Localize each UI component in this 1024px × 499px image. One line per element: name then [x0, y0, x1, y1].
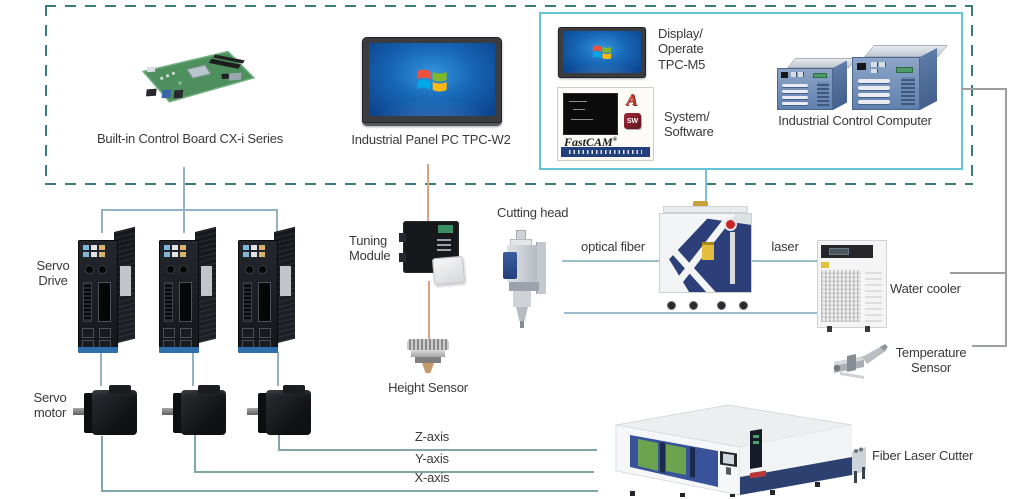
y-axis-line: [194, 471, 594, 473]
z-axis-label: Z-axis: [414, 429, 450, 444]
connector-motor1-xaxis: [101, 436, 103, 491]
connector-drive1-stub: [101, 209, 103, 233]
panel-pc-screen: [369, 43, 495, 116]
outer-dashed-border-left: [45, 5, 47, 185]
system-software-label: System/ Software: [664, 109, 714, 140]
servo-motor-label: Servo motor: [33, 390, 67, 421]
connector-drive2-stub: [183, 209, 185, 233]
connector-drive2-motor2: [192, 352, 194, 386]
connector-board-to-drives: [183, 167, 185, 210]
cutting-head-label: Cutting head: [497, 205, 569, 220]
water-pipe-line: [564, 312, 817, 314]
x-axis-label: X-axis: [414, 470, 450, 485]
connector-motor3-zaxis: [278, 429, 280, 451]
fiber-laser-cutter-label: Fiber Laser Cutter: [872, 448, 974, 463]
tpc-m5-screen: [563, 31, 641, 73]
control-board-image: [141, 50, 256, 103]
height-sensor-label: Height Sensor: [388, 380, 468, 395]
connector-controlbox-laser: [705, 170, 707, 205]
connector-right-tempsensor: [972, 345, 1005, 347]
outer-dashed-border-bottom: [45, 183, 973, 185]
servo-drive-image: [159, 226, 217, 353]
cutting-head-image: [503, 230, 549, 330]
servo-motor-image: [73, 385, 139, 437]
connector-drive3-stub: [276, 209, 278, 233]
control-board-label: Built-in Control Board CX-i Series: [96, 131, 284, 146]
connector-right-vertical: [1005, 88, 1007, 347]
optical-fiber-line: [562, 260, 664, 262]
servo-drive-image: [238, 226, 296, 353]
windows-logo-icon: [592, 45, 612, 60]
connector-drive-bus: [101, 209, 277, 211]
servo-drive-label: Servo Drive: [36, 258, 70, 289]
tuning-module-label: Tuning Module: [349, 233, 391, 264]
servo-motor-image: [162, 385, 228, 437]
outer-dashed-border-top: [45, 5, 973, 7]
solidworks-logo: SW: [624, 113, 641, 129]
z-axis-line: [278, 449, 597, 451]
y-axis-label: Y-axis: [415, 451, 449, 466]
connector-tuning-heightsensor: [428, 281, 430, 340]
temperature-sensor-label: Temperature Sensor: [895, 345, 967, 376]
software-banner: [561, 147, 650, 157]
optical-fiber-label: optical fiber: [581, 239, 645, 254]
laser-source-image: [659, 201, 752, 310]
connector-panelpc-tuning: [427, 164, 429, 222]
laser-label: laser: [771, 239, 799, 254]
tpc-m5-image: [558, 27, 646, 78]
connector-right-top: [962, 88, 1007, 90]
control-computer-small-image: [777, 58, 858, 110]
water-cooler-label: Water cooler: [890, 281, 961, 296]
laser-line: [752, 260, 818, 262]
water-cooler-image: [817, 240, 887, 332]
panel-pc-label: Industrial Panel PC TPC-W2: [351, 132, 511, 147]
connector-drive3-motor3: [277, 352, 279, 386]
outer-dashed-border-right: [971, 5, 973, 185]
servo-drive-image: [78, 226, 136, 353]
display-operate-label: Display/ Operate TPC-M5: [658, 26, 706, 72]
control-computer-large-image: [852, 45, 949, 110]
connector-drive1-motor1: [100, 352, 102, 386]
panel-pc-image: [362, 37, 502, 126]
control-group-box: [539, 12, 963, 170]
servo-motor-image: [247, 385, 313, 437]
x-axis-line: [101, 490, 598, 492]
windows-logo-icon: [417, 69, 447, 91]
software-card-image: A SW FastCAM®: [557, 87, 654, 161]
height-sensor-image: [407, 339, 449, 374]
temperature-sensor-image: [833, 344, 888, 379]
fiber-laser-cutter-image: [615, 404, 866, 497]
connector-motor2-yaxis: [194, 434, 196, 473]
tuning-module-image: [397, 221, 467, 286]
connector-right-watercooler: [950, 272, 1005, 274]
cad-screenshot: [563, 93, 618, 135]
industrial-control-computer-label: Industrial Control Computer: [778, 113, 932, 128]
autocad-logo: A: [626, 90, 638, 109]
fastcam-brand: FastCAM®: [564, 135, 618, 149]
